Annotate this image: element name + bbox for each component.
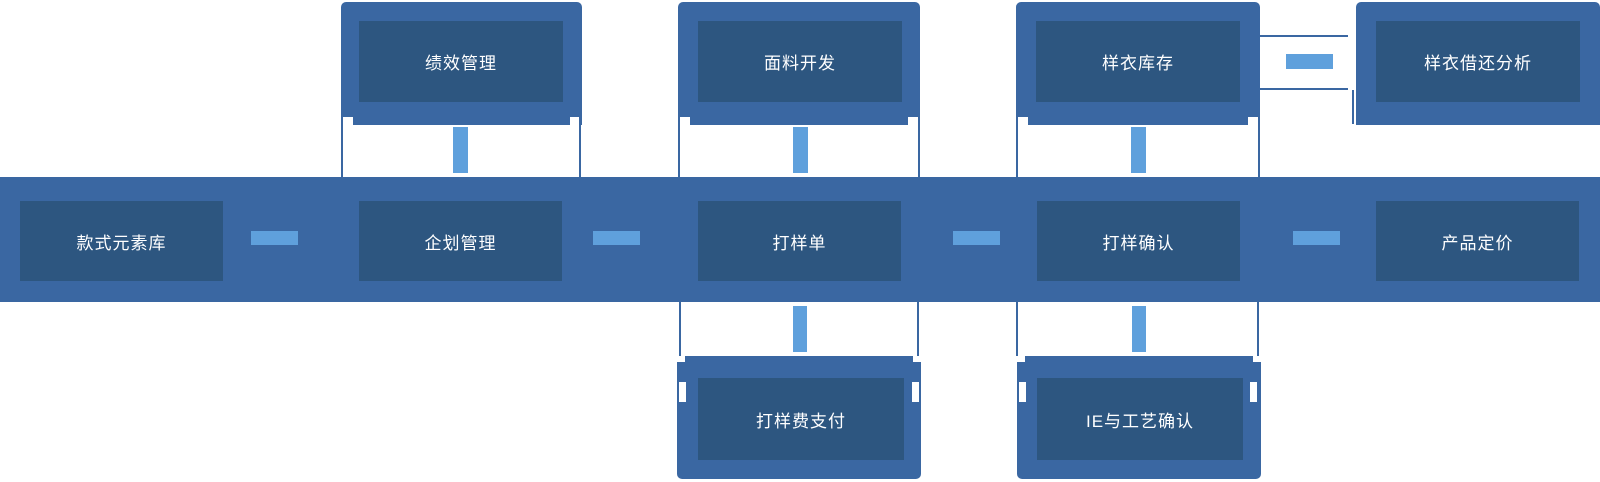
node-style-element-library: 款式元素库: [20, 201, 223, 281]
bracket-line: [678, 117, 680, 177]
horizontal-connector: [251, 231, 298, 245]
corner-step: [1017, 356, 1025, 362]
corner-step: [677, 356, 685, 362]
node-sampling-fee-payment: 打样费支付: [698, 378, 904, 460]
bracket-line: [1016, 117, 1018, 177]
node-sample-inventory: 样衣库存: [1036, 21, 1240, 102]
bracket-line: [1258, 117, 1260, 177]
vertical-connector: [453, 127, 468, 173]
vertical-connector: [1132, 306, 1146, 352]
horizontal-connector: [1286, 54, 1333, 69]
corner-step: [1253, 356, 1261, 362]
side-notch: [1250, 382, 1257, 402]
bracket-line: [579, 117, 581, 177]
bracket-line: [1257, 302, 1259, 356]
horizontal-connector: [1293, 231, 1340, 245]
corner-notch: [343, 117, 353, 125]
bracket-line: [918, 117, 920, 177]
vertical-connector: [1131, 127, 1146, 173]
vertical-connector: [793, 127, 808, 173]
node-sample-borrow-return-analysis: 样衣借还分析: [1376, 21, 1580, 102]
node-sampling-order: 打样单: [698, 201, 901, 281]
corner-notch: [680, 117, 690, 125]
bracket-line: [679, 302, 681, 356]
corner-notch: [1248, 117, 1258, 125]
node-ie-process-confirmation: IE与工艺确认: [1037, 378, 1243, 460]
corner-notch: [570, 117, 580, 125]
connector-plate-border: [1259, 35, 1348, 37]
side-notch: [912, 382, 919, 402]
vertical-connector: [793, 306, 807, 352]
node-performance-management: 绩效管理: [359, 21, 563, 102]
horizontal-connector: [953, 231, 1000, 245]
corner-notch: [908, 117, 918, 125]
corner-notch: [1018, 117, 1028, 125]
node-planning-management: 企划管理: [359, 201, 562, 281]
corner-step: [913, 356, 921, 362]
bracket-line: [917, 302, 919, 356]
side-notch: [1019, 382, 1026, 402]
side-notch: [679, 382, 686, 402]
connector-plate-border: [1259, 88, 1348, 90]
horizontal-connector: [593, 231, 640, 245]
node-fabric-development: 面料开发: [698, 21, 902, 102]
bracket-stub: [1352, 90, 1354, 124]
bracket-line: [1016, 302, 1018, 356]
node-product-pricing: 产品定价: [1376, 201, 1579, 281]
node-sampling-confirmation: 打样确认: [1037, 201, 1240, 281]
bracket-line: [341, 117, 343, 177]
